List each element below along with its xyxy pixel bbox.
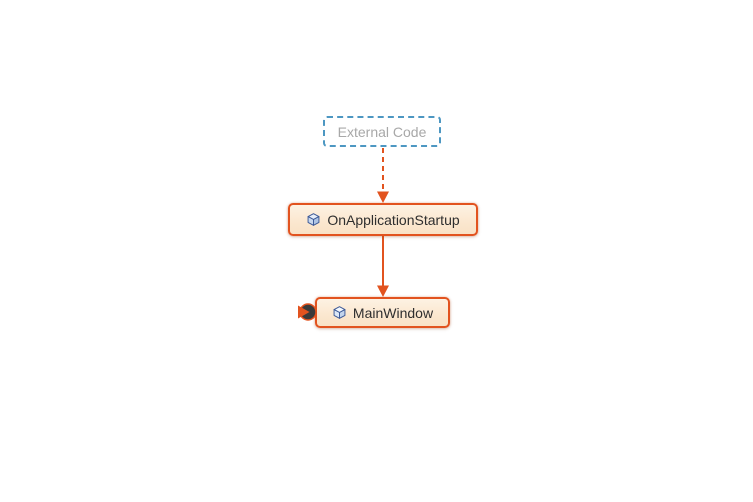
node-external-code[interactable]: External Code (323, 116, 441, 147)
method-cube-icon (332, 305, 347, 320)
node-onapplicationstartup[interactable]: OnApplicationStartup (288, 203, 478, 236)
node-mainwindow[interactable]: MainWindow (315, 297, 450, 328)
arrowhead-down-icon (377, 285, 389, 297)
node-label: External Code (337, 123, 427, 140)
collapsed-links-badge[interactable] (298, 303, 317, 321)
badge-arrow-right-icon (298, 305, 310, 319)
method-cube-icon (306, 212, 321, 227)
node-label: MainWindow (352, 304, 434, 321)
badge-circle (299, 303, 317, 321)
arrowhead-down-icon (377, 191, 389, 203)
node-label: OnApplicationStartup (327, 211, 460, 228)
edge-startup-to-mainwindow[interactable] (377, 236, 389, 297)
edge-external-to-startup[interactable] (377, 148, 389, 203)
